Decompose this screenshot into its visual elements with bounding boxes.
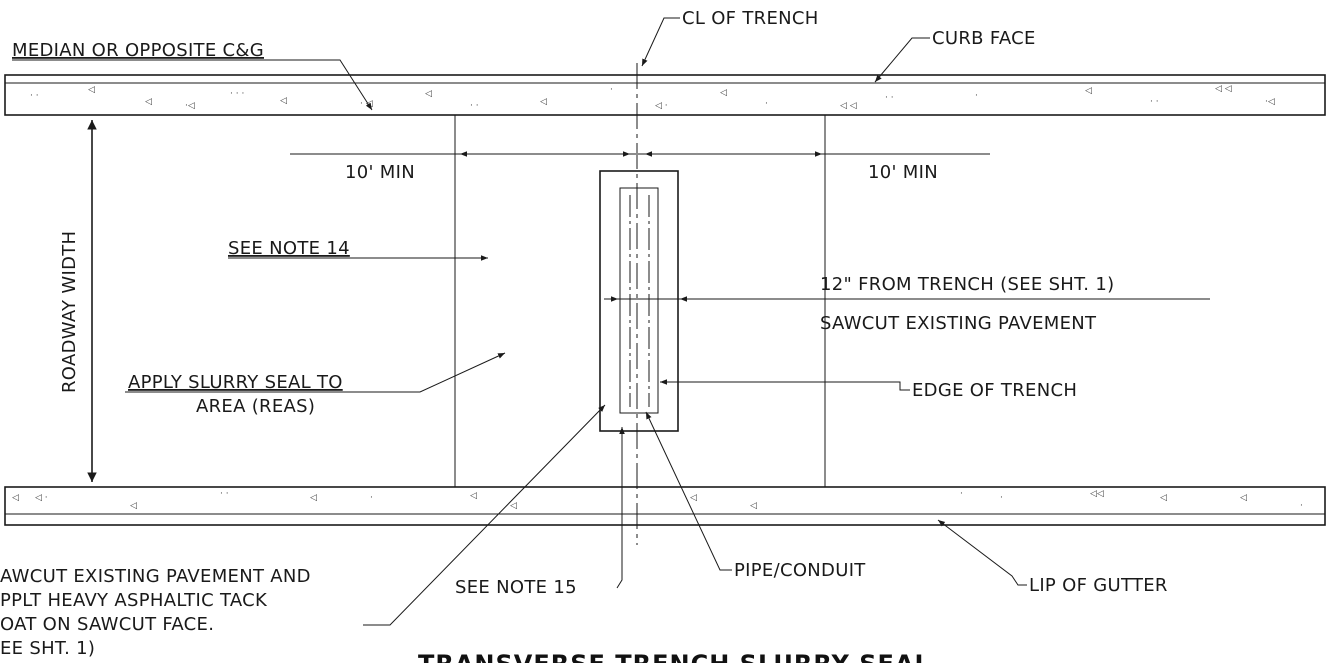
bottom-curb-strip <box>4 486 1326 526</box>
svg-text:· ·: · · <box>30 91 39 101</box>
svg-text:·: · <box>1300 501 1303 511</box>
slurry-seal-area <box>454 114 826 488</box>
svg-text:◁: ◁ <box>88 85 95 95</box>
svg-text:◁: ◁ <box>280 96 287 106</box>
sawcut-outline <box>599 170 679 432</box>
sawcut-note-line4: EE SHT. 1) <box>0 638 95 659</box>
min-right-label: 10' MIN <box>868 162 938 183</box>
bottom-curb-aggregate: ◁◁ ·◁ · ·◁· ◁◁◁ ◁·· ◁◁◁◁ · <box>12 489 1303 511</box>
edge-of-trench-label: EDGE OF TRENCH <box>912 380 1077 401</box>
sawcut-note-line2: PPLT HEAVY ASPHALTIC TACK <box>0 590 268 611</box>
drawing-title: TRANSVERSE TRENCH SLURRY SEAL <box>418 650 931 663</box>
svg-text:·◁: ·◁ <box>1265 97 1275 107</box>
svg-text:·: · <box>370 493 373 503</box>
lip-of-gutter-label: LIP OF GUTTER <box>1029 575 1168 596</box>
roadway-width-label: ROADWAY WIDTH <box>59 231 80 393</box>
note14-label: SEE NOTE 14 <box>228 238 350 259</box>
svg-text:◁: ◁ <box>1085 86 1092 96</box>
svg-text:◁: ◁ <box>470 491 477 501</box>
sawcut-note-line1: AWCUT EXISTING PAVEMENT AND <box>0 566 311 587</box>
svg-text:·: · <box>610 85 613 95</box>
svg-text:◁: ◁ <box>310 493 317 503</box>
top-curb-aggregate: · ·◁◁ ·◁· · ·◁ · ◁◁· · ◁·◁ · ◁·◁ ◁ · ··◁… <box>30 84 1275 111</box>
svg-text:◁ ◁: ◁ ◁ <box>1215 84 1232 94</box>
svg-text:·: · <box>960 489 963 499</box>
median-label: MEDIAN OR OPPOSITE C&G <box>12 40 264 61</box>
svg-text:◁: ◁ <box>12 493 19 503</box>
pipe-conduit-label: PIPE/CONDUIT <box>734 560 866 581</box>
svg-text:◁ ·: ◁ · <box>655 101 668 111</box>
svg-text:· · ·: · · · <box>230 89 244 99</box>
svg-text:◁: ◁ <box>1160 493 1167 503</box>
svg-text:◁: ◁ <box>750 501 757 511</box>
svg-text:◁: ◁ <box>720 88 727 98</box>
svg-text:◁ ◁: ◁ ◁ <box>840 101 857 111</box>
svg-text:◁: ◁ <box>540 97 547 107</box>
svg-text:· ·: · · <box>220 489 229 499</box>
svg-text:◁: ◁ <box>690 493 697 503</box>
sawcut-note-line3: OAT ON SAWCUT FACE. <box>0 614 214 635</box>
svg-text:·◁: ·◁ <box>185 101 195 111</box>
note15-label: SEE NOTE 15 <box>455 577 577 598</box>
svg-text:· ·: · · <box>1150 97 1159 107</box>
svg-text:·: · <box>765 99 768 109</box>
leader-lines <box>12 17 1027 626</box>
svg-text:◁: ◁ <box>130 501 137 511</box>
slurry-label-line2: AREA (REAS) <box>196 396 315 417</box>
svg-text:·: · <box>975 91 978 101</box>
svg-text:◁ ·: ◁ · <box>35 493 48 503</box>
cl-of-trench-label: CL OF TRENCH <box>682 8 819 29</box>
svg-text:◁: ◁ <box>1240 493 1247 503</box>
svg-text:◁: ◁ <box>145 97 152 107</box>
curb-face-label: CURB FACE <box>932 28 1036 49</box>
slurry-label-line1: APPLY SLURRY SEAL TO <box>128 372 343 393</box>
svg-text:◁◁: ◁◁ <box>1090 489 1104 499</box>
svg-text:◁: ◁ <box>425 89 432 99</box>
from-trench-label: 12" FROM TRENCH (SEE SHT. 1) <box>820 274 1114 295</box>
svg-text:◁: ◁ <box>510 501 517 511</box>
min-left-label: 10' MIN <box>345 162 415 183</box>
svg-text:· ·: · · <box>885 93 894 103</box>
svg-text:· ·: · · <box>470 101 479 111</box>
sawcut-pavement-label: SAWCUT EXISTING PAVEMENT <box>820 313 1097 334</box>
svg-text:·: · <box>1000 493 1003 503</box>
trench-outline <box>619 187 659 414</box>
